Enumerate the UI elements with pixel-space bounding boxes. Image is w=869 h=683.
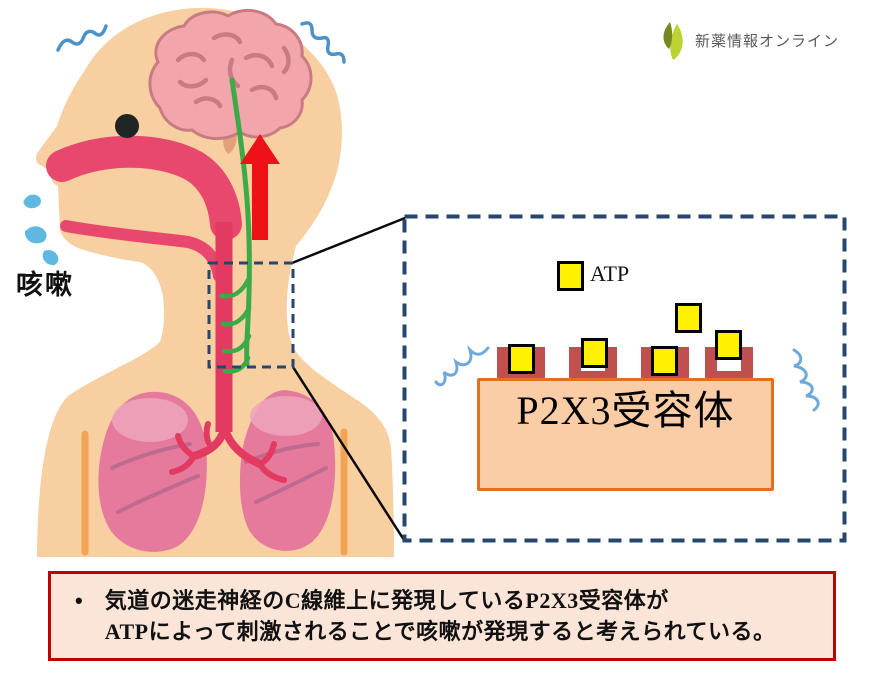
atp-molecule: [508, 344, 535, 374]
leaf-icon: [663, 22, 683, 60]
atp-molecule: [675, 303, 702, 333]
inset-panel: ATP P2X3受容体: [404, 216, 845, 541]
logo-text: 新薬情報オンライン: [695, 32, 840, 50]
footnote-line-1: 気道の迷走神経のC線維上に発現しているP2X3受容体が: [104, 588, 669, 613]
footnote-box: • 気道の迷走神経のC線維上に発現しているP2X3受容体が ATPによって刺激さ…: [48, 571, 836, 661]
signal-arrow-up-icon: [240, 134, 280, 240]
cough-label: 咳嗽: [16, 270, 74, 300]
distress-squiggles-icon: [56, 21, 346, 64]
receptor-membrane: P2X3受容体: [477, 378, 774, 491]
bronchi: [169, 421, 287, 483]
ripple-squiggle-icon: [792, 348, 820, 412]
footnote-bullet: •: [75, 588, 83, 613]
brain: [148, 8, 313, 154]
atp-molecule: [651, 346, 678, 376]
atp-molecule: [715, 330, 742, 360]
atp-legend-swatch: [557, 261, 584, 291]
cough-droplets-icon: [23, 194, 59, 266]
footnote-line-2: ATPによって刺激されることで咳嗽が発現すると考えられている。: [104, 619, 776, 644]
ripple-squiggle-icon: [434, 344, 490, 387]
atp-molecule: [581, 338, 608, 368]
footnote-text: 気道の迷走神経のC線維上に発現しているP2X3受容体が ATPによって刺激される…: [105, 585, 776, 647]
eye: [115, 114, 139, 138]
logo: 新薬情報オンライン: [660, 20, 839, 60]
atp-legend-label: ATP: [590, 261, 630, 286]
membrane-label: P2X3受容体: [516, 388, 735, 433]
